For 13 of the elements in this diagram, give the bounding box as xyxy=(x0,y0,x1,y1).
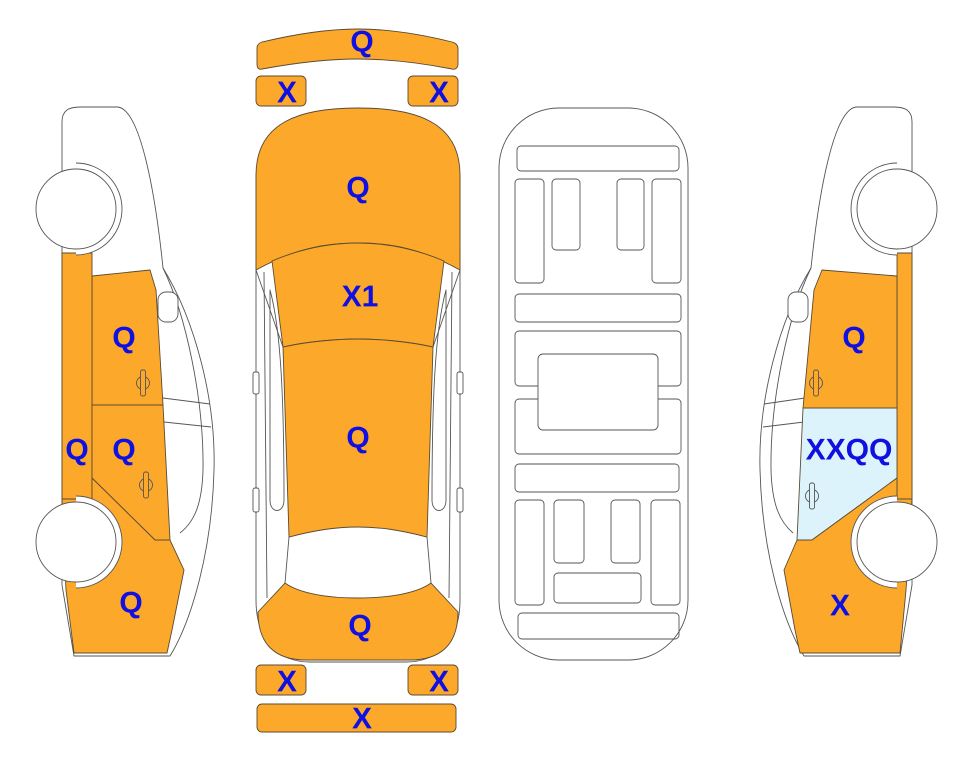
bumper-panel: Q xyxy=(256,28,458,70)
sill-panel: Q xyxy=(62,252,92,500)
bumper-panel: X xyxy=(256,704,456,732)
door-panel: Q xyxy=(92,404,170,540)
hood-panel: Q xyxy=(256,108,460,270)
part-panel: X xyxy=(408,664,458,696)
part-panel: X xyxy=(408,76,458,106)
part-panel: X xyxy=(256,664,306,696)
part-panel: X xyxy=(256,76,306,106)
sill-panel xyxy=(896,252,912,500)
windshield-panel: X1 xyxy=(272,242,444,348)
roof-panel: Q xyxy=(282,338,434,538)
trunk-panel: Q xyxy=(258,582,458,660)
